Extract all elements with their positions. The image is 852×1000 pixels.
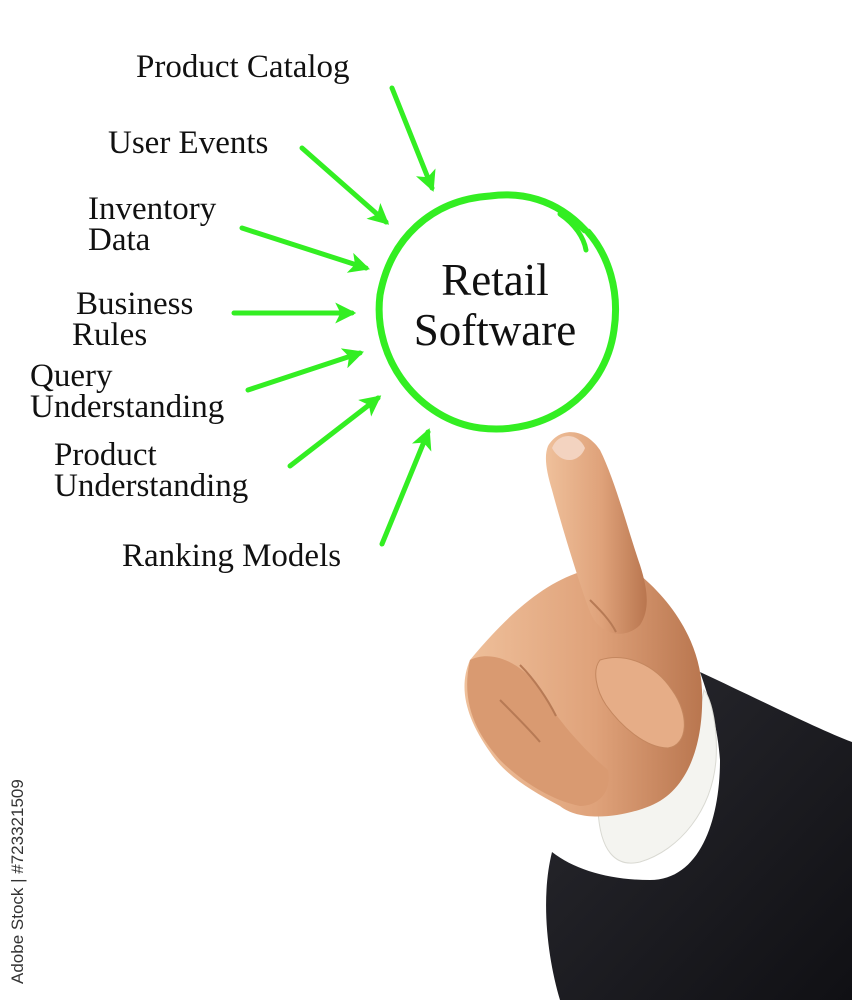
input-label-line: User Events	[108, 125, 269, 161]
center-label-line-2: Software	[413, 305, 577, 355]
input-arrows	[231, 85, 436, 547]
suit-sleeve	[546, 672, 852, 1000]
input-label-product-catalog: Product Catalog	[136, 49, 350, 85]
input-label-product-understanding: Product Understanding	[54, 437, 249, 504]
arrow-query-understanding	[245, 348, 364, 393]
folded-fingers	[467, 656, 609, 806]
input-label-ranking-models: Ranking Models	[122, 538, 342, 574]
thumb	[595, 657, 685, 749]
center-label: Retail Software	[395, 255, 595, 355]
input-label-line: Rules	[72, 317, 148, 353]
input-label-line: Inventory	[88, 191, 217, 227]
center-label-line-1: Retail	[441, 255, 549, 305]
center-ring	[375, 191, 620, 433]
arrow-product-understanding	[287, 395, 382, 469]
input-label-line: Data	[88, 222, 151, 258]
input-label-user-events: User Events	[108, 125, 269, 161]
input-label-line: Query	[30, 358, 113, 394]
input-label-line: Product Catalog	[136, 49, 350, 85]
arrow-product-catalog	[389, 85, 436, 192]
input-label-line: Ranking Models	[122, 538, 342, 574]
input-label-line: Understanding	[30, 389, 225, 425]
fingernail	[552, 436, 585, 461]
pointing-hand-icon	[464, 432, 852, 1000]
index-finger	[545, 432, 647, 634]
input-label-business-rules: Business Rules	[72, 286, 194, 353]
arrow-inventory-data	[239, 225, 370, 273]
input-label-line: Product	[54, 437, 157, 473]
input-label-inventory-data: Inventory Data	[88, 191, 217, 258]
input-label-line: Business	[76, 286, 194, 322]
arrow-user-events	[299, 145, 390, 225]
input-label-line: Understanding	[54, 468, 249, 504]
arrow-ranking-models	[379, 428, 432, 547]
input-label-query-understanding: Query Understanding	[30, 358, 225, 425]
stock-id-watermark: Adobe Stock | #723321509	[8, 779, 27, 984]
